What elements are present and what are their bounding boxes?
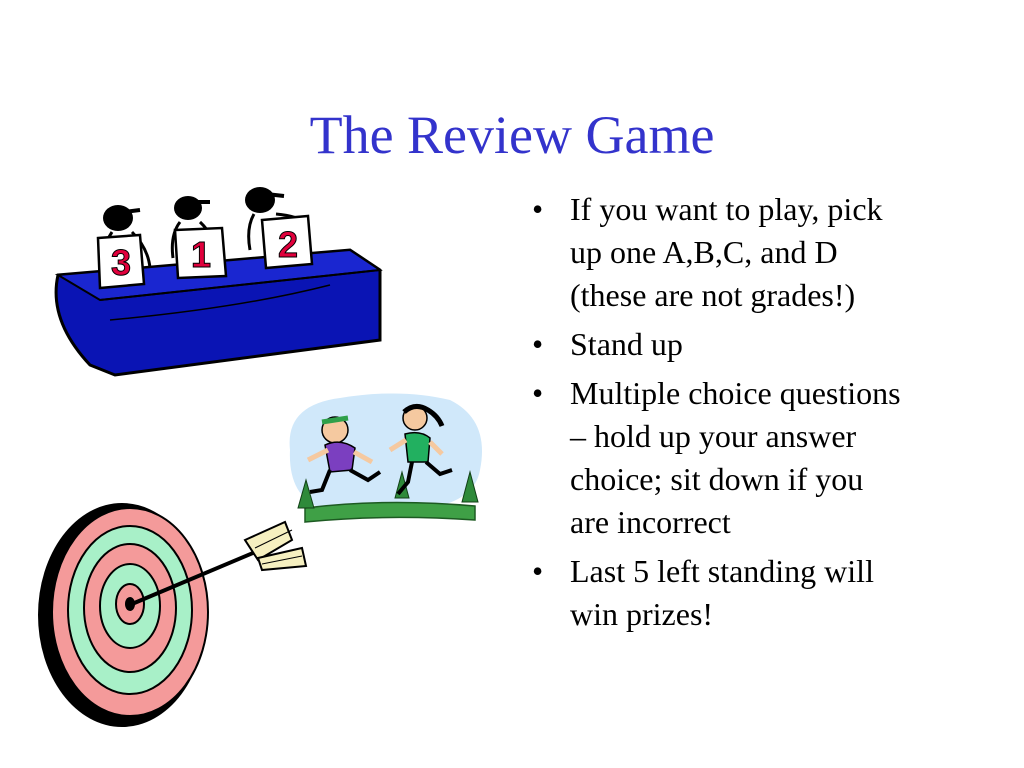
score-card-left: 3 <box>96 233 146 290</box>
list-item: • Last 5 left standing will win prizes! <box>530 550 910 636</box>
score-card-right: 2 <box>260 214 314 270</box>
list-item: • If you want to play, pick up one A,B,C… <box>530 188 910 317</box>
bullet-text: If you want to play, pick up one A,B,C, … <box>570 191 883 313</box>
bullet-dot-icon: • <box>532 191 544 227</box>
bullet-text: Last 5 left standing will win prizes! <box>570 553 874 632</box>
list-item: • Multiple choice questions – hold up yo… <box>530 372 910 544</box>
score-card-right-number: 2 <box>278 224 298 265</box>
bullet-dot-icon: • <box>532 553 544 589</box>
slide-title: The Review Game <box>309 105 715 165</box>
target-arrow-clipart-icon <box>38 503 308 727</box>
bullet-text: Stand up <box>570 326 683 362</box>
list-item: • Stand up <box>530 323 910 366</box>
score-card-middle-number: 1 <box>191 234 211 275</box>
runners-clipart-icon <box>289 393 482 523</box>
bullet-text: Multiple choice questions – hold up your… <box>570 375 901 540</box>
bullet-list: • If you want to play, pick up one A,B,C… <box>530 188 910 642</box>
score-card-left-number: 3 <box>111 242 131 283</box>
judges-table-clipart-icon: 3 1 2 <box>54 187 383 377</box>
score-card-middle: 1 <box>173 226 228 280</box>
bullet-dot-icon: • <box>532 326 544 362</box>
bullet-dot-icon: • <box>532 375 544 411</box>
